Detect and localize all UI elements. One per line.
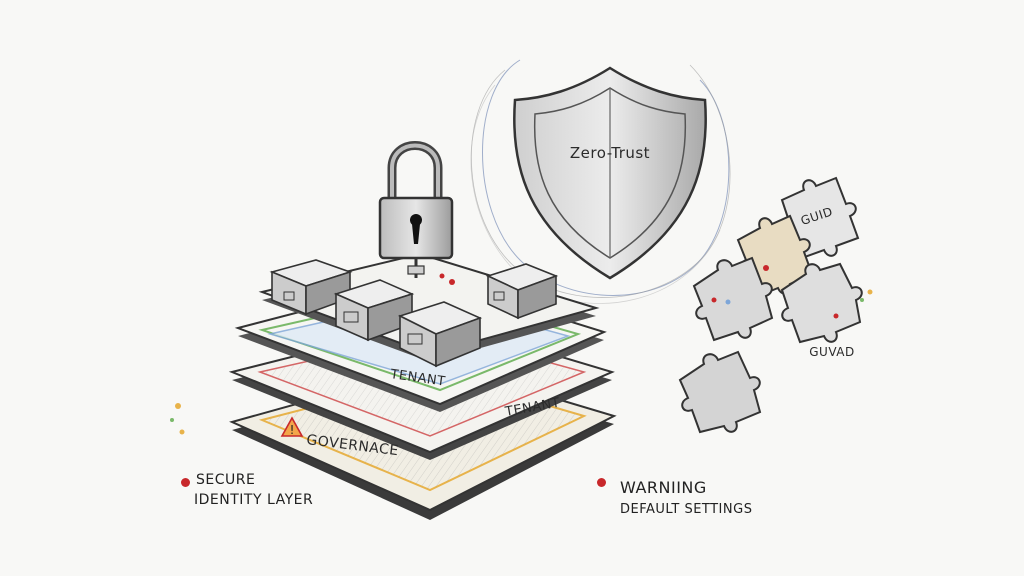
puzzle-piece-icon bbox=[678, 350, 762, 434]
annotation-warning: WARNIING bbox=[620, 478, 707, 497]
annotation-identity-layer: IDENTITY LAYER bbox=[194, 492, 314, 508]
annotation-default-settings: DEFAULT SETTINGS bbox=[620, 502, 753, 517]
shield-icon: Zero-Trust bbox=[470, 59, 731, 304]
server-box-icon bbox=[485, 263, 559, 320]
server-box-icon bbox=[397, 301, 483, 368]
padlock-icon bbox=[378, 141, 455, 285]
bullet-dot-icon bbox=[181, 478, 190, 487]
svg-text:!: ! bbox=[290, 423, 295, 437]
warning-icon: ! bbox=[280, 416, 304, 437]
layer-stack: TENANT TENANT GOVERNACE ! bbox=[228, 252, 617, 520]
annotation-secure: SECURE bbox=[196, 472, 256, 488]
server-box-icon bbox=[333, 279, 415, 342]
puzzle-piece-icon bbox=[692, 256, 774, 342]
puzzle-piece-icon bbox=[780, 262, 863, 344]
bullet-dot-icon bbox=[597, 478, 606, 487]
puzzle-caption: GUVAD bbox=[809, 345, 854, 359]
shield-label: Zero-Trust bbox=[570, 144, 650, 162]
puzzle-piece-icon: GUID bbox=[780, 176, 860, 260]
server-box-icon bbox=[269, 259, 353, 316]
